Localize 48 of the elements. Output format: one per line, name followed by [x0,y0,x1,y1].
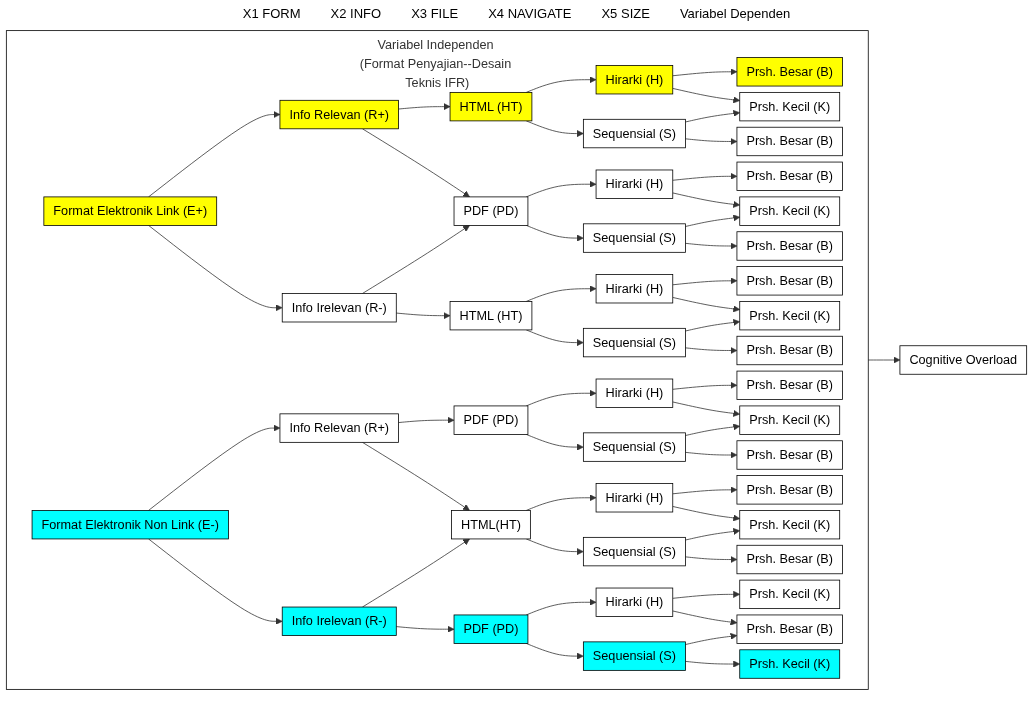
node-box: Prsh. Besar (B) [736,231,843,261]
node-box: Prsh. Besar (B) [736,161,843,191]
node-box: Prsh. Besar (B) [736,544,843,575]
node-box: Sequensial (S) [582,536,686,567]
node-box: Prsh. Kecil (K) [739,405,841,435]
node-box: Sequensial (S) [582,327,686,358]
node-box: Prsh. Besar (B) [736,475,843,505]
column-heading: X3 FILE [410,6,460,18]
node-box: Hirarki (H) [595,169,674,199]
node-box: PDF (PD) [453,196,529,226]
node-box: Prsh. Besar (B) [736,266,843,296]
node-box: Hirarki (H) [595,483,674,513]
node-box: Info Relevan (R+) [279,413,399,443]
node-box: Sequensial (S) [582,641,686,671]
node-box: Hirarki (H) [595,274,674,304]
node-box: Sequensial (S) [582,118,686,149]
node-box: Prsh. Kecil (K) [739,649,841,679]
node-box: PDF (PD) [453,405,529,435]
node-box: HTML (HT) [449,92,533,122]
node-box: Format Elektronik Non Link (E-) [31,510,229,540]
node-box: HTML (HT) [449,301,533,331]
node-box: Hirarki (H) [595,587,674,617]
node-box: Prsh. Besar (B) [736,335,843,366]
node-box: Prsh. Kecil (K) [739,579,841,609]
column-heading: X2 INFO [329,6,383,18]
node-box: Prsh. Besar (B) [736,440,843,470]
node-box: Hirarki (H) [595,65,674,95]
node-box: Prsh. Kecil (K) [739,196,841,226]
node-box: Cognitive Overload [899,345,1028,375]
node-box: Prsh. Besar (B) [736,126,843,157]
node-box: Info Relevan (R+) [279,99,399,130]
node-box: Sequensial (S) [582,432,686,462]
node-box: Info Irelevan (R-) [281,293,397,323]
node-box: Prsh. Kecil (K) [739,92,841,122]
node-box: Prsh. Besar (B) [736,57,843,87]
node-box: HTML(HT) [451,510,531,540]
node-box: Info Irelevan (R-) [281,606,397,636]
column-heading: X5 SIZE [600,6,651,18]
node-box: Prsh. Besar (B) [736,614,843,644]
node-box: Prsh. Kecil (K) [739,510,841,540]
column-heading: X4 NAVIGATE [487,6,573,18]
node-box: Prsh. Kecil (K) [739,301,841,331]
node-box: Hirarki (H) [595,378,674,408]
node-box: Sequensial (S) [582,223,686,253]
column-heading: X1 FORM [241,6,302,18]
node-box: Prsh. Besar (B) [736,370,843,400]
node-box: Format Elektronik Link (E+) [43,196,218,226]
node-box: PDF (PD) [453,614,529,644]
